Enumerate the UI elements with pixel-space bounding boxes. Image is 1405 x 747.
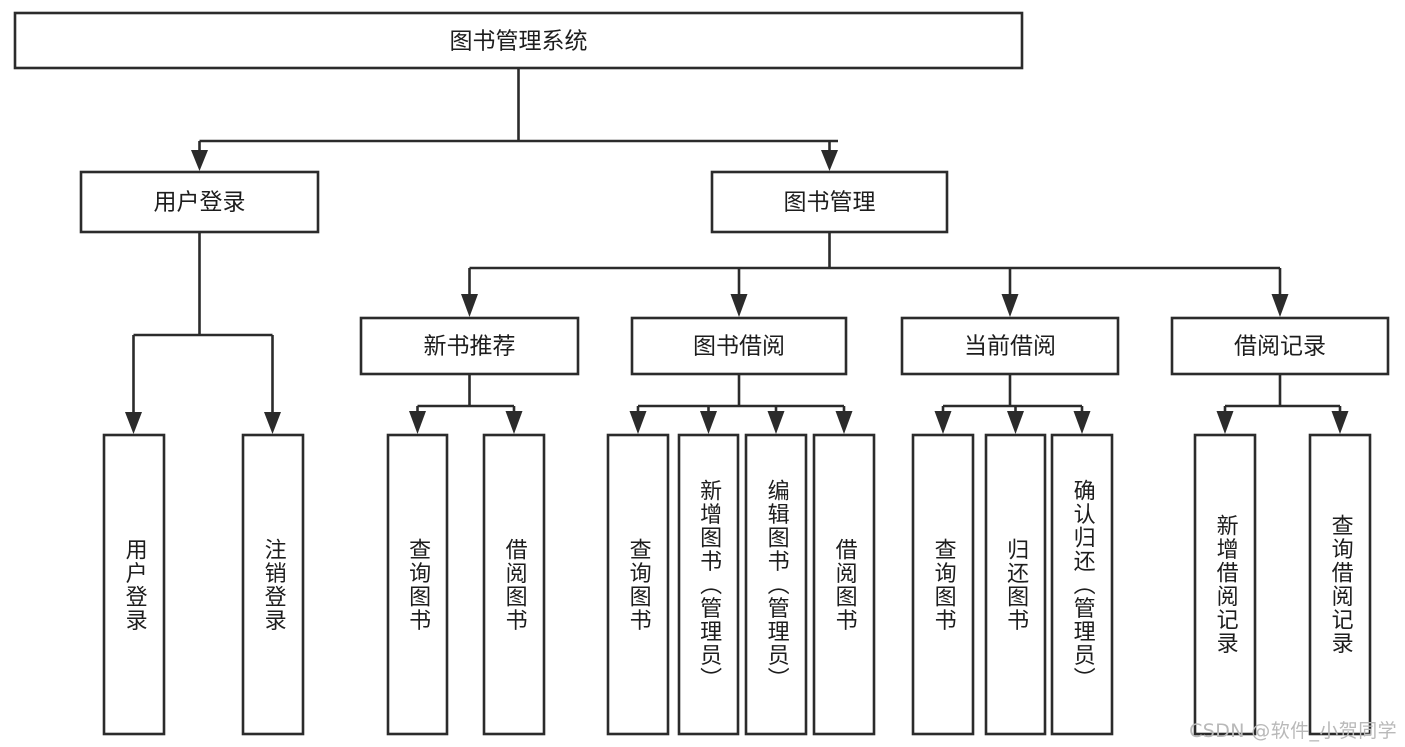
node-box-current-borrow[interactable] xyxy=(900,316,1120,376)
node-box-leaf-10[interactable] xyxy=(1050,433,1114,736)
arrow-head-leaf-return-book xyxy=(1007,411,1024,434)
node-box-root[interactable] xyxy=(13,11,1024,70)
node-box-leaf-9[interactable] xyxy=(984,433,1047,736)
node-box-leaf-8[interactable] xyxy=(911,433,975,736)
node-box-borrow-record[interactable] xyxy=(1170,316,1390,376)
node-box-leaf-1[interactable] xyxy=(241,433,305,736)
arrow-head-leaf-query-book-3 xyxy=(934,411,952,434)
arrow-head-leaf-user-login xyxy=(125,412,142,434)
node-box-leaf-6[interactable] xyxy=(744,433,808,736)
node-label-current-borrow: 当前借阅 xyxy=(964,334,1056,360)
node-box-new-book-recommend[interactable] xyxy=(359,316,580,376)
arrow-head-leaf-add-book xyxy=(700,411,717,434)
node-label-book-borrow: 图书借阅 xyxy=(693,334,785,360)
node-box-book-borrow[interactable] xyxy=(630,316,848,376)
arrow-head-book-mgmt xyxy=(821,150,838,171)
node-label-root: 图书管理系统 xyxy=(450,29,588,55)
arrow-head-current xyxy=(1001,294,1019,317)
arrow-head-leaf-edit-book xyxy=(767,411,785,434)
node-box-leaf-11[interactable] xyxy=(1193,433,1257,736)
arrow-head-leaf-borrow-book-2 xyxy=(835,411,853,434)
arrow-head-borrow xyxy=(730,294,748,317)
node-label-new-book-recommend: 新书推荐 xyxy=(424,334,516,360)
node-label-borrow-record: 借阅记录 xyxy=(1234,334,1326,360)
csdn-watermark: CSDN @软件_小贺同学 xyxy=(1189,720,1397,742)
arrow-head-leaf-query-book-2 xyxy=(629,411,647,434)
node-box-book-mgmt[interactable] xyxy=(710,170,949,234)
connector-layer xyxy=(125,68,1349,434)
arrow-head-leaf-borrow-book-1 xyxy=(505,411,523,434)
arrow-head-leaf-confirm-return xyxy=(1073,411,1091,434)
node-label-layer: 图书管理系统 用户登录 图书管理 新书推荐 图书借阅 当前借阅 借阅记录 xyxy=(154,29,1327,360)
node-box-leaf-4[interactable] xyxy=(606,433,670,736)
node-label-book-mgmt: 图书管理 xyxy=(784,190,876,216)
node-box-leaf-2[interactable] xyxy=(386,433,449,736)
arrow-head-leaf-query-record xyxy=(1331,411,1349,434)
arrow-head-leaf-query-book-1 xyxy=(409,411,426,434)
arrow-head-leaf-logout xyxy=(264,412,281,434)
node-box-user-login[interactable] xyxy=(79,170,320,234)
node-box-leaf-7[interactable] xyxy=(812,433,876,736)
arrow-head-record xyxy=(1271,294,1289,317)
node-box-leaf-0[interactable] xyxy=(102,433,166,736)
node-box-leaf-3[interactable] xyxy=(482,433,546,736)
node-box-leaf-12[interactable] xyxy=(1308,433,1372,736)
node-box-layer xyxy=(13,11,1390,736)
arrow-head-newbook xyxy=(461,294,478,317)
arrow-head-user-login xyxy=(191,150,208,171)
arrow-head-leaf-add-record xyxy=(1216,411,1234,434)
node-box-leaf-5[interactable] xyxy=(677,433,740,736)
node-label-user-login: 用户登录 xyxy=(154,190,246,216)
